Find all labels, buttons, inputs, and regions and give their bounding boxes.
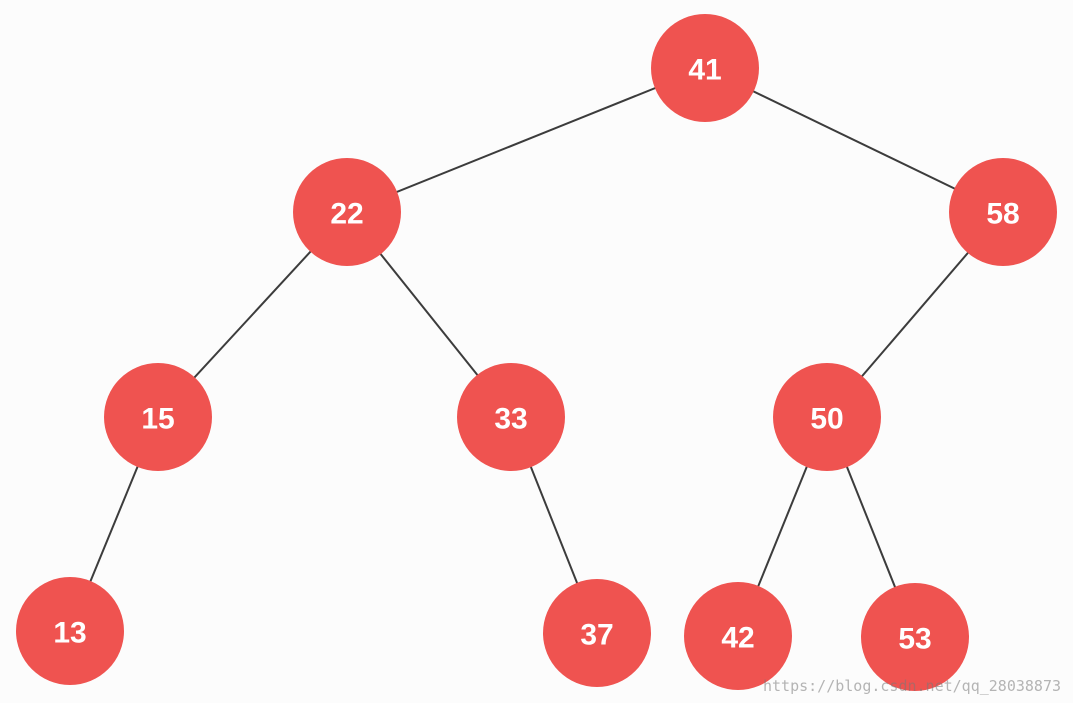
tree-node-15: 15 — [104, 363, 212, 471]
tree-node-13: 13 — [16, 577, 124, 685]
node-circle — [861, 583, 969, 691]
node-label: 53 — [898, 623, 931, 656]
watermark-text: https://blog.csdn.net/qq_28038873 — [762, 677, 1061, 695]
edges-layer — [69, 67, 1004, 638]
node-circle — [684, 582, 792, 690]
tree-node-37: 37 — [543, 579, 651, 687]
node-label: 41 — [688, 54, 721, 87]
node-circle — [16, 577, 124, 685]
node-label: 13 — [53, 617, 86, 650]
node-label: 37 — [580, 619, 613, 652]
node-circle — [773, 363, 881, 471]
tree-node-58: 58 — [949, 158, 1057, 266]
node-circle — [949, 158, 1057, 266]
node-label: 58 — [986, 198, 1019, 231]
node-circle — [293, 158, 401, 266]
tree-node-42: 42 — [684, 582, 792, 690]
tree-node-33: 33 — [457, 363, 565, 471]
node-label: 50 — [810, 403, 843, 436]
tree-node-53: 53 — [861, 583, 969, 691]
node-circle — [651, 14, 759, 122]
tree-node-50: 50 — [773, 363, 881, 471]
node-circle — [457, 363, 565, 471]
nodes-layer: 41 22 58 15 33 50 13 37 42 53 — [16, 14, 1057, 691]
tree-node-41: 41 — [651, 14, 759, 122]
node-label: 22 — [330, 198, 363, 231]
node-label: 33 — [494, 403, 527, 436]
edge-41-22 — [346, 67, 706, 213]
node-circle — [104, 363, 212, 471]
edge-41-58 — [704, 67, 1004, 213]
tree-node-22: 22 — [293, 158, 401, 266]
node-label: 15 — [141, 403, 174, 436]
node-circle — [543, 579, 651, 687]
node-label: 42 — [721, 622, 754, 655]
